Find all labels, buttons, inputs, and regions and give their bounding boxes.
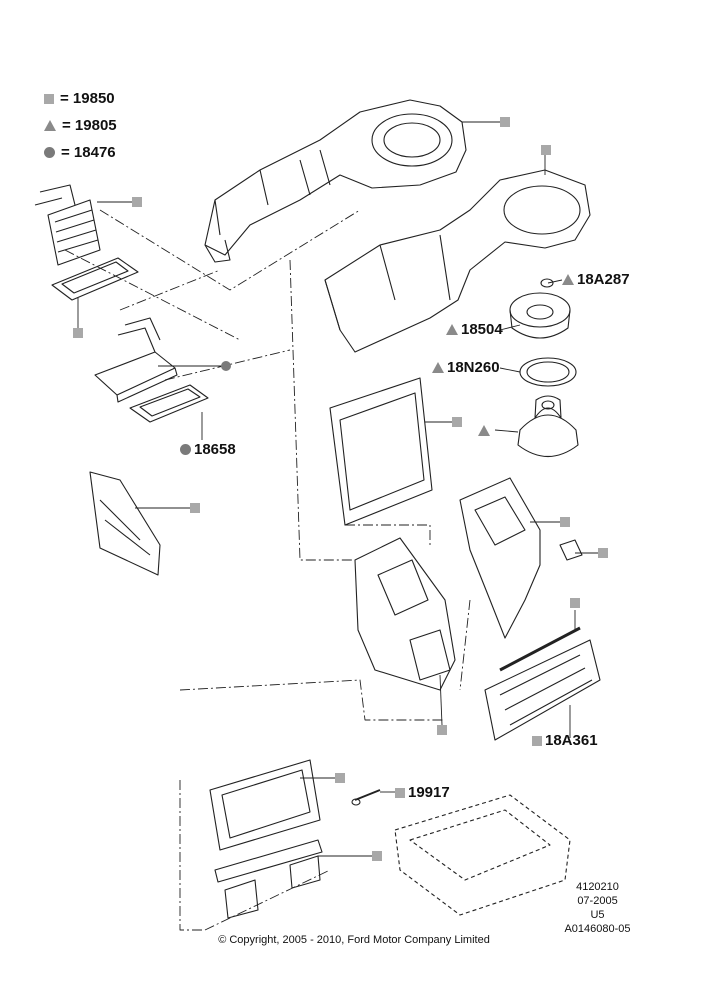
part-number: 18A361 bbox=[545, 732, 598, 749]
heater-core-seal-lower bbox=[129, 384, 209, 423]
legend-triangle: = 19805 bbox=[44, 117, 117, 134]
actuator bbox=[559, 539, 583, 561]
housing-tray bbox=[394, 794, 571, 916]
part-label-19917: 19917 bbox=[395, 784, 450, 801]
side-bracket bbox=[89, 471, 161, 576]
ref-number: 4120210 bbox=[576, 881, 619, 893]
callout-markers bbox=[73, 117, 608, 861]
heater-core-upper bbox=[34, 184, 101, 266]
part-number: 18658 bbox=[194, 441, 236, 458]
blend-door bbox=[209, 759, 323, 919]
ref-id: A0146080-05 bbox=[564, 923, 631, 935]
outlet-grille bbox=[484, 639, 601, 741]
blower-motor bbox=[517, 395, 579, 457]
circle-icon bbox=[180, 444, 191, 455]
blower-wheel bbox=[509, 278, 571, 339]
triangle-icon bbox=[446, 324, 458, 335]
reference-block: 4120210 07-2005 U5 A0146080-05 bbox=[560, 880, 635, 936]
part-label-18658: 18658 bbox=[180, 441, 236, 458]
ref-date: 07-2005 bbox=[577, 895, 618, 907]
legend-triangle-text: = 19805 bbox=[62, 117, 117, 134]
square-icon bbox=[532, 735, 542, 746]
heater-core-lower bbox=[94, 317, 178, 403]
part-number: 18504 bbox=[461, 321, 503, 338]
part-number: 18N260 bbox=[447, 359, 500, 376]
triangle-icon bbox=[44, 120, 56, 131]
part-label-18504: 18504 bbox=[446, 321, 503, 338]
part-label-18A361: 18A361 bbox=[532, 732, 598, 749]
legend-square-text: = 19850 bbox=[60, 90, 115, 107]
motor-gasket bbox=[519, 357, 577, 387]
screw bbox=[351, 789, 381, 806]
circle-icon bbox=[44, 147, 55, 158]
evaporator-frame bbox=[329, 377, 433, 526]
legend-circle-text: = 18476 bbox=[61, 144, 116, 161]
heater-core-seal-upper bbox=[51, 257, 139, 301]
part-number: 18A287 bbox=[577, 271, 630, 288]
part-number: 19917 bbox=[408, 784, 450, 801]
ref-code: U5 bbox=[590, 909, 605, 921]
door-rod bbox=[499, 626, 581, 672]
assembly-guide-lines bbox=[64, 209, 471, 931]
legend-circle: = 18476 bbox=[44, 144, 116, 161]
triangle-icon bbox=[432, 362, 444, 373]
heater-housing-right bbox=[459, 477, 541, 639]
top-duct-housing bbox=[204, 99, 467, 263]
legend-square: = 19850 bbox=[44, 90, 115, 107]
square-icon bbox=[395, 787, 405, 798]
copyright-text: © Copyright, 2005 - 2010, Ford Motor Com… bbox=[218, 934, 490, 946]
heater-housing-center bbox=[354, 537, 456, 691]
triangle-icon bbox=[562, 274, 574, 285]
part-label-18A287: 18A287 bbox=[562, 271, 630, 288]
part-label-18N260: 18N260 bbox=[432, 359, 500, 376]
square-icon bbox=[44, 93, 54, 104]
leader-lines bbox=[77, 121, 598, 857]
blower-housing bbox=[324, 169, 591, 353]
